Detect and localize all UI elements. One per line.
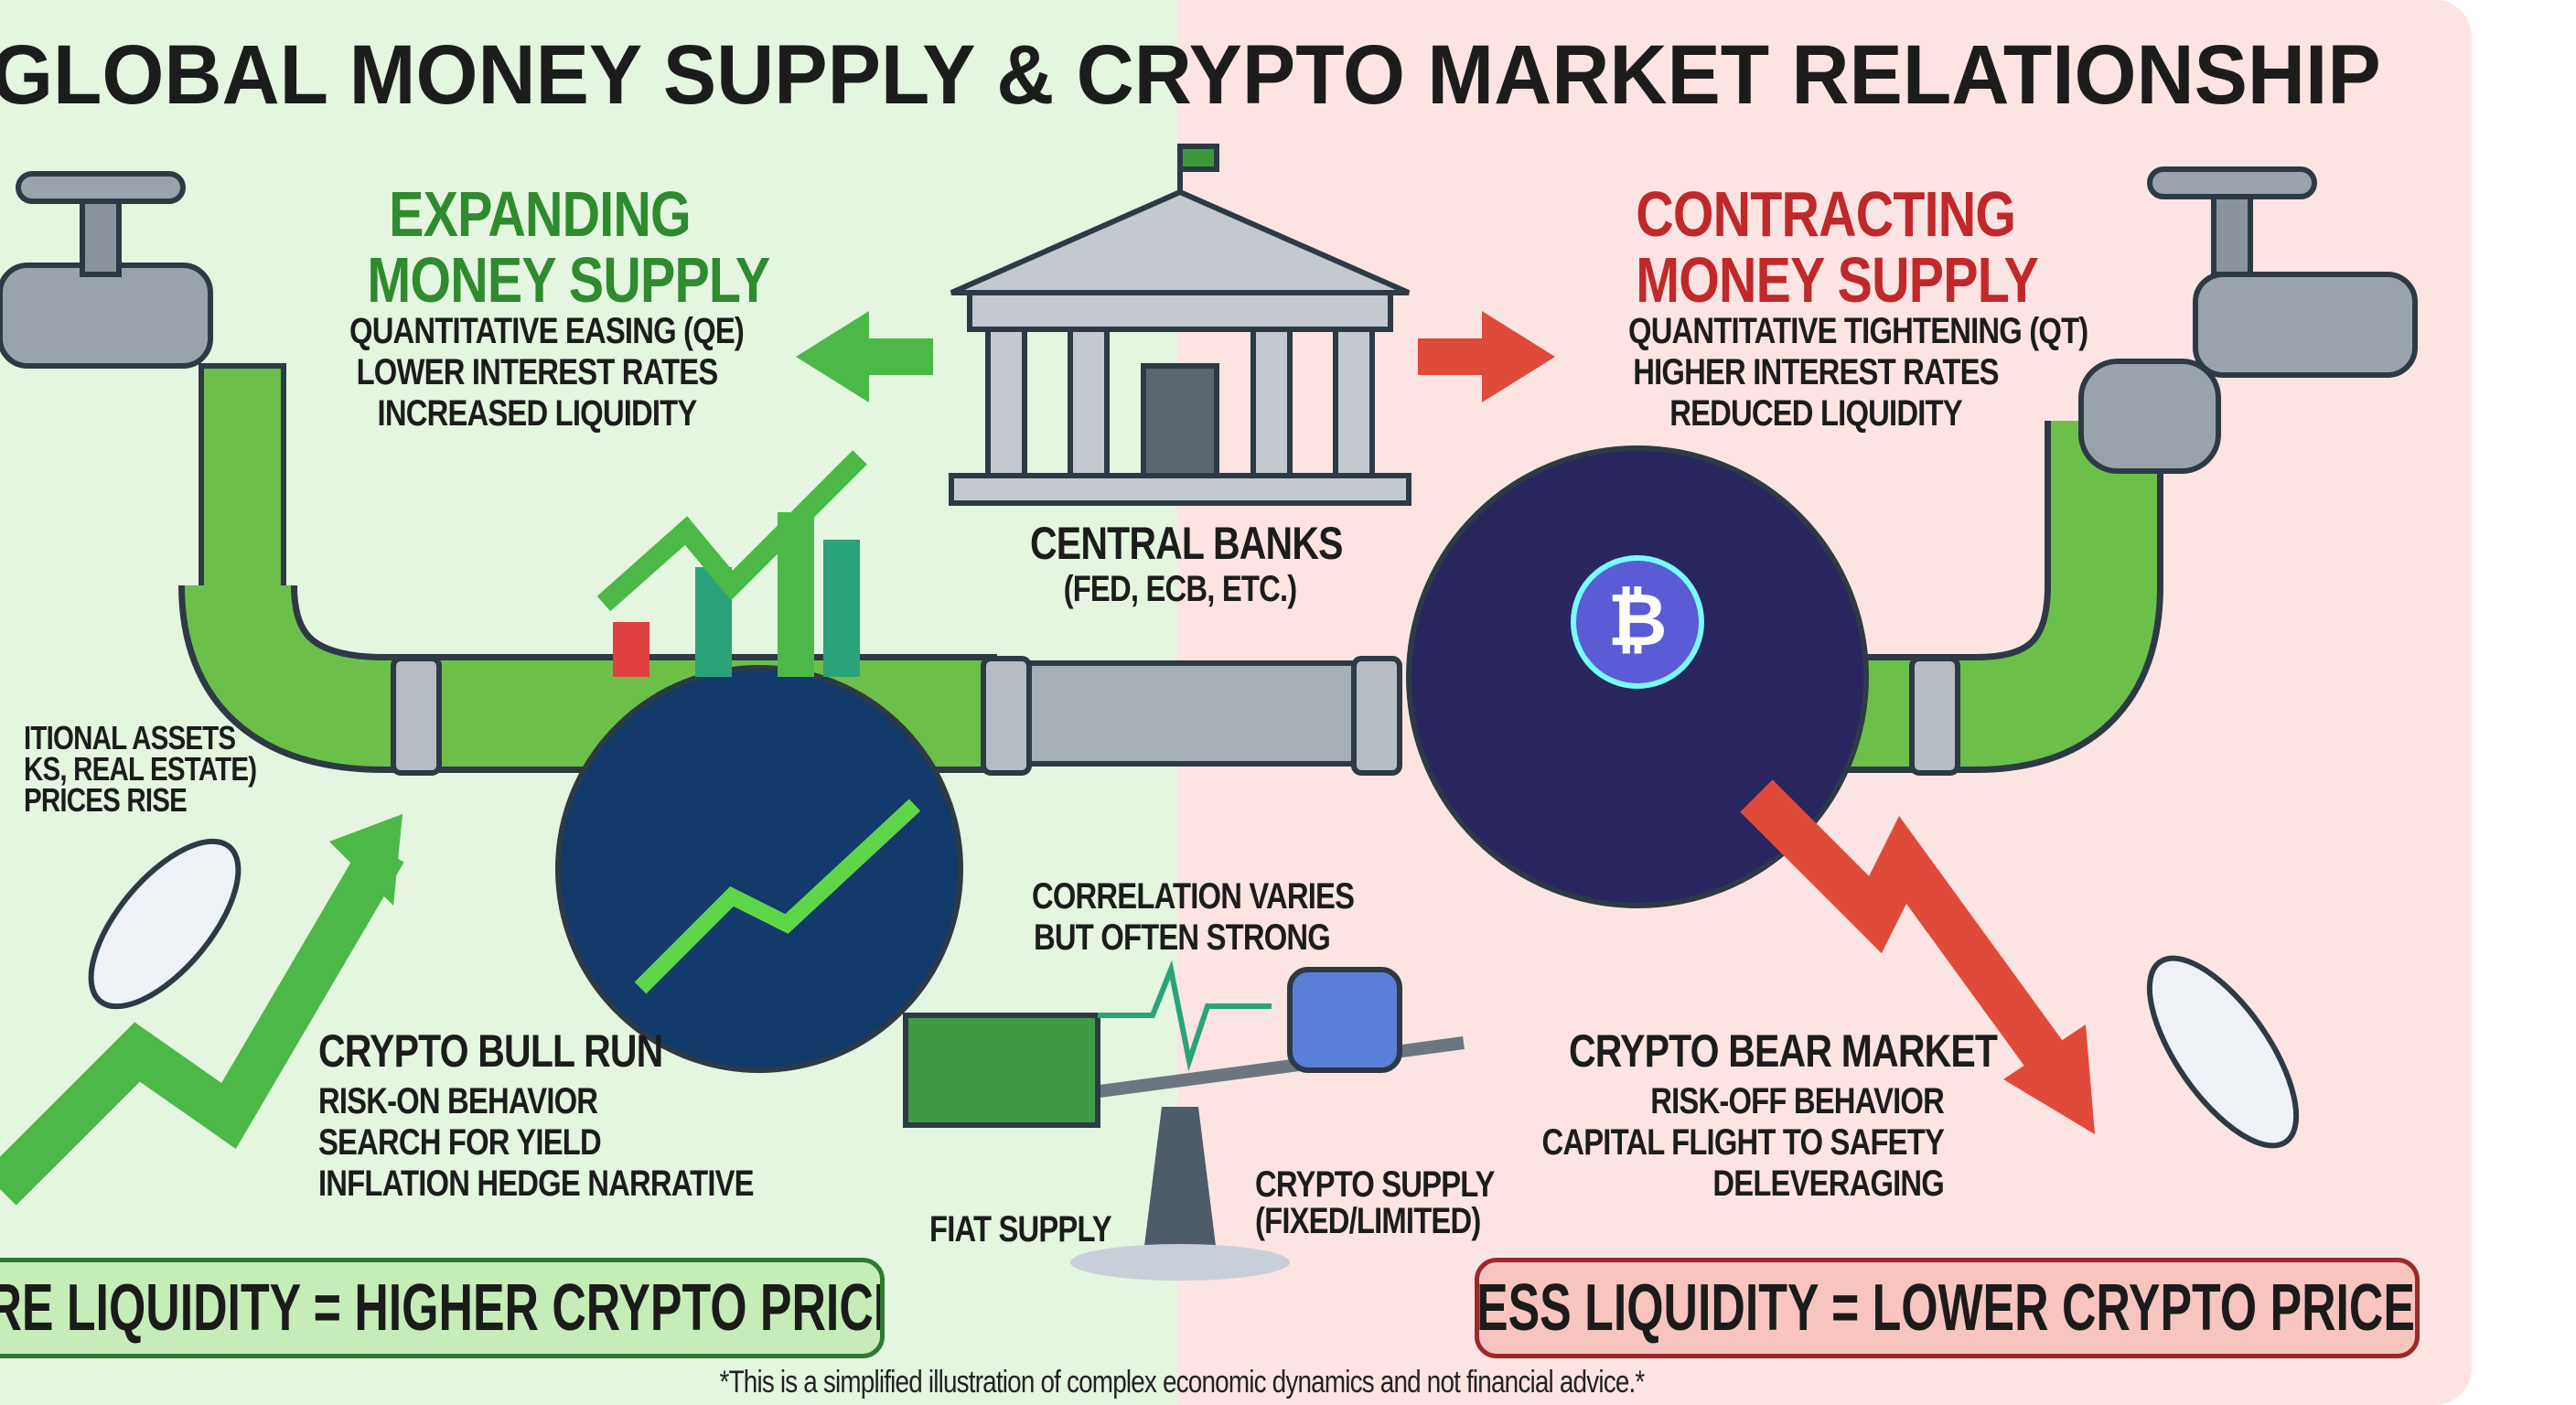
more-liquidity-banner: MORE LIQUIDITY = HIGHER CRYPTO PRICES [0, 1258, 885, 1358]
crypto-supply-label: CRYPTO SUPPLY(FIXED/LIMITED) [1255, 1164, 1495, 1241]
right-faucet-icon [2078, 166, 2418, 474]
balance-scale-icon [903, 960, 1465, 1281]
right-arrow-icon [1418, 311, 1555, 402]
bull-heading: CRYPTO BULL RUN [318, 1025, 663, 1077]
grey-pipe-segment [985, 660, 1375, 767]
left-faucet-icon [0, 171, 286, 606]
contracting-list: QUANTITATIVE TIGHTENING (QT)HIGHER INTER… [1628, 311, 2088, 434]
fiat-cash-stack-icon [903, 1013, 1100, 1128]
rising-rocket-icon [88, 838, 242, 1010]
central-banks-sub: (FED, ECB, ETC.) [1063, 569, 1298, 609]
bull-arrow-icon [0, 839, 404, 1206]
bitcoin-icon [1571, 555, 1704, 689]
crashing-rocket-icon [2146, 955, 2300, 1149]
central-bank-icon [949, 144, 1411, 506]
svg-text:₿: ₿ [1607, 579, 1667, 660]
page-title: GLOBAL MONEY SUPPLY & CRYPTO MARKET RELA… [0, 28, 2381, 122]
disclaimer-footnote: *This is a simplified illustration of co… [719, 1365, 1646, 1400]
rising-bar-chart-icon [596, 450, 867, 677]
bear-arrow-icon [1740, 779, 2068, 1075]
crypto-coin-stack-icon [1287, 967, 1402, 1073]
central-banks-label: CENTRAL BANKS [1030, 518, 1343, 569]
market-chart-circle [555, 665, 963, 1073]
expanding-list: QUANTITATIVE EASING (QE)LOWER INTEREST R… [349, 311, 745, 434]
fiat-supply-label: FIAT SUPPLY [929, 1209, 1112, 1249]
bear-heading: CRYPTO BEAR MARKET [1569, 1025, 1998, 1077]
left-arrow-icon [796, 311, 933, 402]
less-liquidity-banner: LESS LIQUIDITY = LOWER CRYPTO PRICES [1475, 1258, 2420, 1358]
